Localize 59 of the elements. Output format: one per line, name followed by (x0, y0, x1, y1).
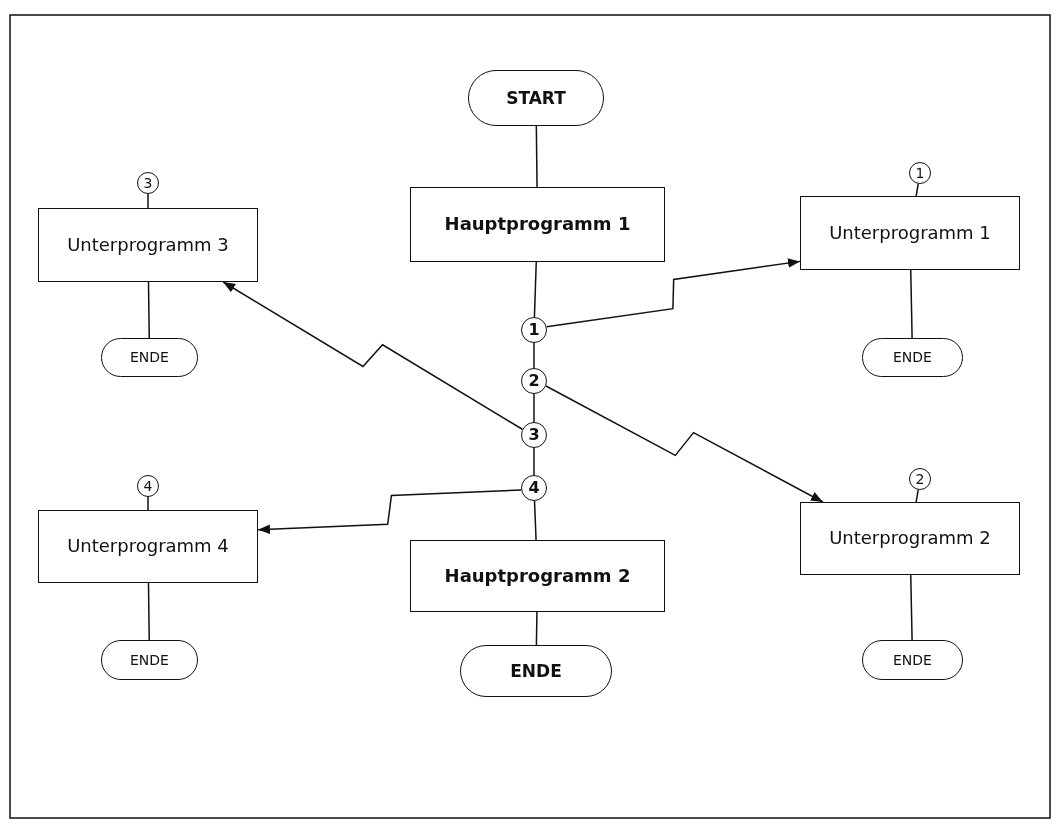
connector-number: 4 (528, 480, 540, 496)
connector-number: 2 (915, 472, 925, 486)
connector-number: 1 (915, 166, 925, 180)
connector-number: 3 (143, 176, 153, 190)
connector-circle (521, 475, 547, 501)
node-label: ENDE (893, 348, 932, 367)
connector-line (915, 489, 919, 503)
connector-line (533, 342, 535, 369)
connector-line (533, 261, 537, 318)
arrow (545, 385, 824, 503)
connector-line (147, 281, 150, 339)
connector-circle (521, 317, 547, 343)
connector-circle (137, 475, 159, 497)
connector-line (535, 611, 538, 646)
process-box (38, 510, 258, 583)
terminal-shape (101, 338, 198, 377)
node-label: START (506, 86, 566, 110)
connector-line (910, 269, 913, 339)
connector-line (533, 500, 537, 541)
node-label: ENDE (510, 659, 562, 683)
node-label: Unterprogramm 3 (67, 232, 229, 257)
connector-number: 3 (528, 427, 540, 443)
process-box (410, 187, 665, 262)
node-label: ENDE (130, 650, 169, 670)
connector-line (533, 447, 535, 476)
terminal-shape (862, 640, 963, 680)
connector-circle (137, 172, 159, 194)
connector-circle (521, 422, 547, 448)
connector-line (147, 582, 150, 641)
process-box (800, 196, 1020, 270)
node-label: Hauptprogramm 1 (444, 212, 631, 237)
node-label: ENDE (130, 348, 169, 367)
terminal-shape (862, 338, 963, 377)
connector-circle (909, 468, 931, 490)
process-box (800, 502, 1020, 575)
connector-line (147, 496, 149, 511)
connector-circle (909, 162, 931, 184)
connector-line (533, 393, 535, 423)
terminal-shape (460, 645, 612, 697)
connector-line (147, 193, 149, 209)
connector-circle (521, 368, 547, 394)
process-box (38, 208, 258, 282)
arrow (257, 489, 522, 535)
connector-number: 1 (528, 322, 540, 338)
connector-line (915, 183, 919, 197)
process-box (410, 540, 665, 612)
arrow (222, 281, 524, 430)
arrow (545, 258, 801, 328)
node-label: Unterprogramm 4 (67, 534, 229, 559)
node-label: ENDE (893, 650, 932, 670)
connector-line (910, 574, 913, 641)
node-label: Unterprogramm 2 (829, 526, 991, 551)
connector-number: 4 (143, 479, 153, 493)
node-label: Unterprogramm 1 (829, 220, 991, 245)
connector-number: 2 (528, 373, 540, 389)
terminal-shape (468, 70, 604, 126)
terminal-shape (101, 640, 198, 680)
node-label: Hauptprogramm 2 (444, 563, 631, 588)
connector-line (535, 125, 538, 188)
